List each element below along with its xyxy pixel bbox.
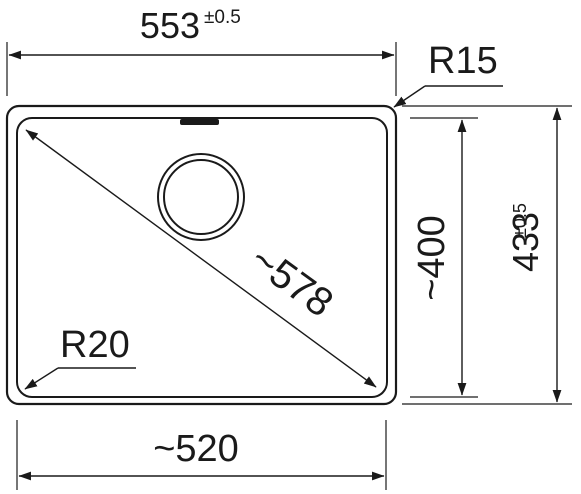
- sink-inner-basin: [16, 117, 388, 398]
- overall-height-value: 433: [505, 212, 546, 272]
- overflow-slot: [180, 119, 219, 125]
- inner-width-label: ~520: [153, 428, 239, 470]
- inner-radius-leader-arrow: [24, 367, 59, 390]
- outer-radius-leader-arrow: [393, 85, 426, 108]
- sink-outer-rim: [5, 104, 398, 406]
- inner-radius-label: R20: [60, 324, 130, 366]
- drain-outer-ring: [157, 153, 245, 241]
- inner-height-label: ~400: [411, 215, 453, 301]
- overall-width-tolerance: ±0.5: [204, 7, 241, 28]
- drain-inner-ring: [163, 159, 239, 235]
- diagonal-dimension-line: [25, 129, 377, 388]
- diagonal-label: ~578: [242, 237, 341, 326]
- outer-radius-label: R15: [428, 40, 498, 82]
- overall-height-tolerance: ±0.5: [510, 203, 530, 238]
- overall-width-value: 553: [140, 5, 200, 46]
